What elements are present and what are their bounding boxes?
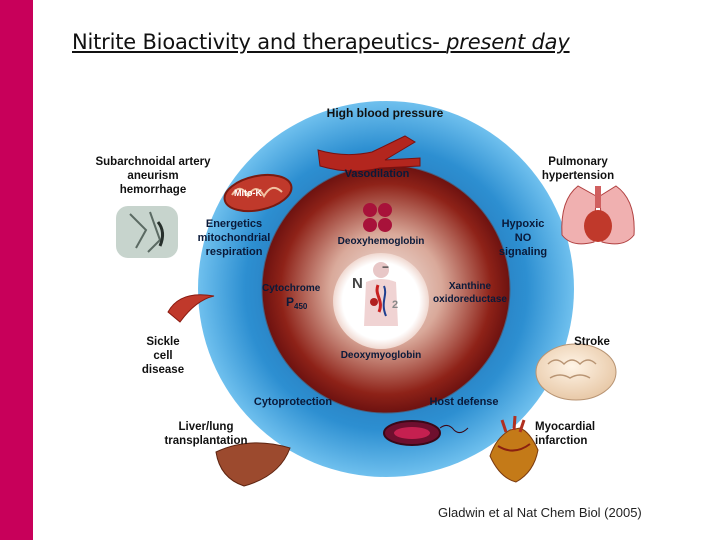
mitochondrion-icon: Mito-K — [223, 173, 293, 213]
body-figure-icon — [364, 262, 398, 326]
mito-label: Mito-K — [234, 188, 262, 198]
center-sub2: 2 — [392, 299, 398, 311]
pulmonary-hypertension-label: Pulmonary hypertension — [541, 156, 615, 182]
bacterium-icon — [383, 420, 469, 446]
accent-bar — [0, 0, 33, 540]
xray-icon — [116, 206, 178, 258]
title-italic: present day — [446, 30, 570, 54]
high-blood-pressure-label: High blood pressure — [326, 106, 444, 120]
lungs-icon — [561, 185, 635, 245]
center-n-letter: N — [352, 275, 363, 292]
blood-vessel-icon — [317, 135, 421, 172]
cytoprotection-label: Cytoprotection — [254, 396, 333, 408]
myocardial-infarction-label: Myocardial infarction — [535, 421, 596, 447]
deoxyhemoglobin-label: Deoxyhemoglobin — [338, 236, 425, 247]
stroke-label: Stroke — [574, 336, 610, 348]
cytochrome-label: Cytochrome — [262, 283, 321, 294]
slide-title: Nitrite Bioactivity and therapeutics- pr… — [72, 30, 570, 54]
brain-icon — [535, 343, 617, 401]
energetics-label: Energetics mitochondrial respiration — [197, 218, 271, 258]
liver-icon — [215, 442, 291, 487]
xanthine-label: Xanthine oxidoreductase — [433, 281, 507, 305]
vasodilation-label: Vasodilation — [345, 168, 410, 180]
title-main: Nitrite Bioactivity and therapeutics- — [72, 30, 447, 54]
aneurism-label: Subarchnoidal artery aneurism hemorrhage — [95, 156, 211, 196]
sickle-cell-label: Sickle cell disease — [141, 336, 185, 376]
heart-icon — [489, 415, 539, 483]
deoxymyoglobin-label: Deoxymyoglobin — [341, 350, 422, 361]
hypoxic-no-label: Hypoxic NO signaling — [498, 218, 548, 258]
transplantation-label: Liver/lung transplantation — [164, 421, 248, 447]
p450-label: P450 — [286, 295, 308, 311]
hemoglobin-icon — [363, 203, 392, 232]
host-defense-label: Host defense — [429, 396, 498, 408]
center-minus: − — [382, 260, 389, 274]
sickle-cell-icon — [167, 294, 215, 323]
citation: Gladwin et al Nat Chem Biol (2005) — [438, 505, 642, 520]
